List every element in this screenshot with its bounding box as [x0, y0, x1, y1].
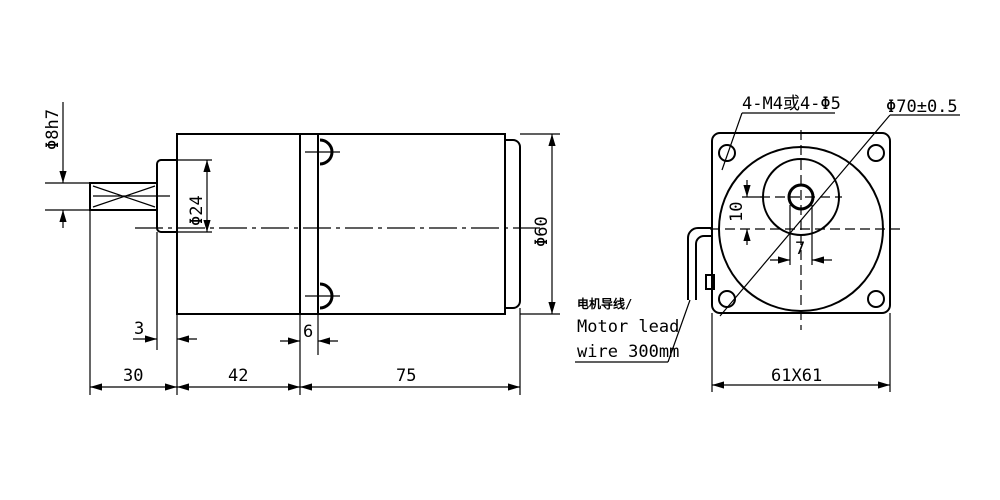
- gearbox-length-label: 42: [228, 366, 248, 386]
- shaft-diameter-label: Φ8h7: [43, 109, 63, 150]
- pitch-circle-label: Φ70±0.5: [886, 97, 958, 117]
- lead-wire: [687, 227, 712, 300]
- motor-length-label: 75: [396, 366, 416, 386]
- body-diameter-label: Φ60: [532, 216, 552, 247]
- motor-body: [176, 133, 506, 315]
- labels: Φ8h7 Φ24 Φ60 3 6 30 42 75 4-M4或4-Φ5 Φ70±…: [43, 94, 958, 386]
- shaft-length-label: 30: [123, 366, 143, 386]
- mount-hole: [718, 290, 736, 308]
- mount-hole: [718, 144, 736, 162]
- front-view: [575, 112, 960, 392]
- mount-holes-label: 4-M4或4-Φ5: [742, 94, 841, 114]
- lead-label-line1: Motor lead: [577, 317, 679, 337]
- flange-gap-label: 6: [303, 322, 313, 342]
- offset-vertical-label: 10: [727, 202, 747, 222]
- mount-hole: [867, 290, 885, 308]
- screw-icon: [305, 282, 340, 310]
- flange-size-label: 61X61: [771, 366, 822, 386]
- boss-diameter-label: Φ24: [187, 195, 207, 226]
- lead-label-cn: 电机导线/: [577, 296, 632, 311]
- screw-icon: [305, 138, 340, 166]
- side-view: [45, 102, 560, 395]
- offset-horizontal-label: 7: [795, 239, 805, 259]
- lead-label-line2: wire 300mm: [577, 342, 679, 362]
- mount-hole: [867, 144, 885, 162]
- end-cap: [505, 139, 521, 309]
- boss-length-label: 3: [134, 319, 144, 339]
